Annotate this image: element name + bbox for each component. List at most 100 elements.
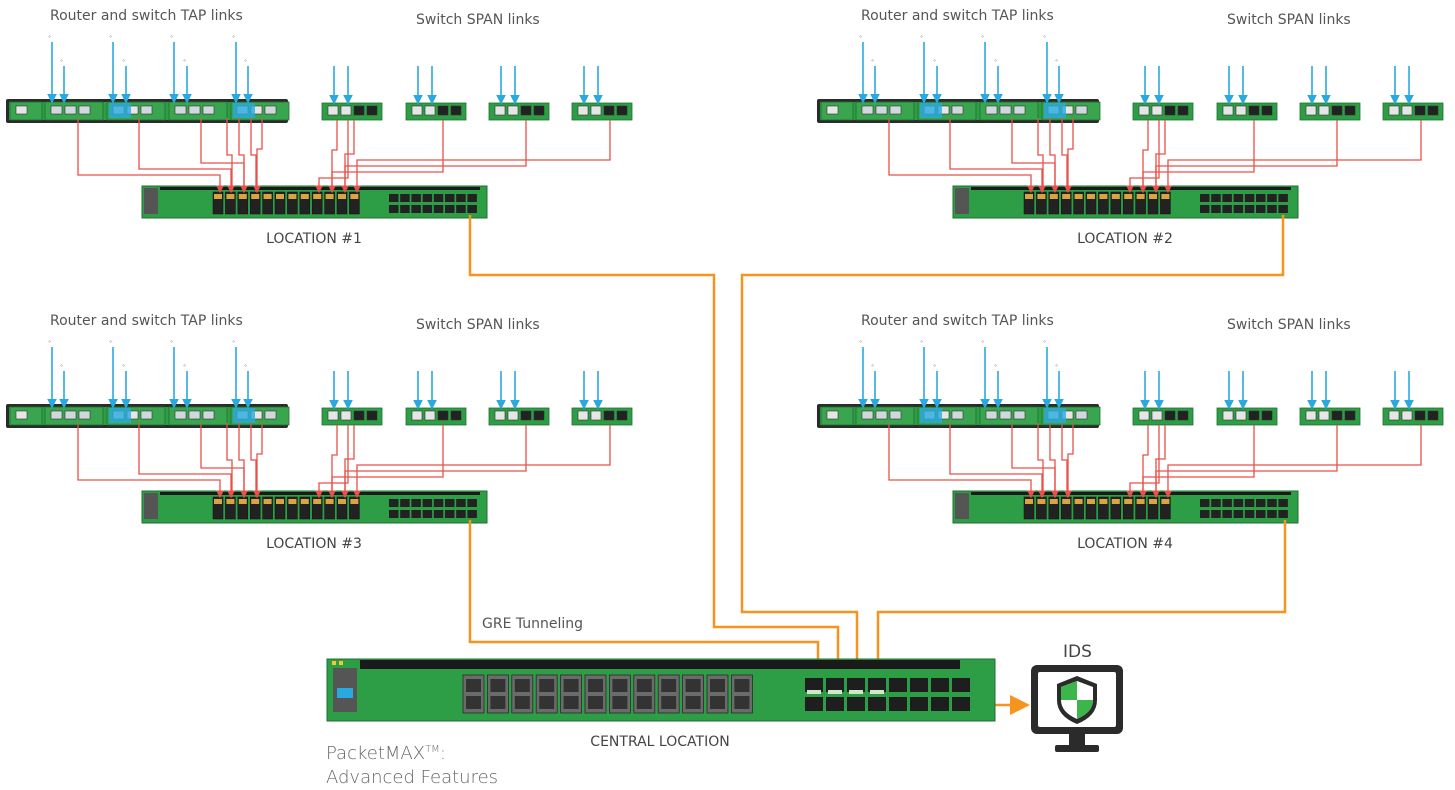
span-port	[1388, 410, 1400, 421]
tap-link-mark: ⋄	[871, 58, 874, 64]
span-port	[1344, 105, 1356, 116]
aggregator-led	[338, 194, 346, 199]
aggregator-led	[251, 194, 260, 199]
aggregator-led	[1111, 194, 1120, 199]
central-rj45-socket	[490, 696, 506, 709]
span-port	[1344, 410, 1356, 421]
span-to-aggregator-link	[1155, 120, 1166, 192]
aggregator-sfp	[1222, 205, 1232, 213]
aggregator-led	[1161, 194, 1170, 199]
aggregator-sfp	[456, 205, 466, 213]
span-port	[1164, 410, 1176, 421]
tap-port	[202, 410, 215, 420]
tap-link-mark: ⋄	[859, 339, 862, 345]
shield-icon-quadrant	[1061, 681, 1077, 700]
span-port	[1177, 410, 1189, 421]
tap-to-aggregator-link	[253, 118, 263, 194]
aggregator-led	[1149, 194, 1157, 199]
central-rj45-socket	[539, 679, 555, 692]
tap-port	[985, 105, 998, 115]
span-to-aggregator-link	[344, 120, 355, 192]
central-rj45-socket	[612, 696, 628, 709]
gre-tunnel-label: GRE Tunneling	[482, 616, 584, 632]
span-port	[1222, 105, 1234, 116]
tap-title-4: Router and switch TAP links	[861, 313, 1054, 329]
aggregator-sfp	[411, 205, 421, 213]
span-port	[577, 410, 589, 421]
aggregator-led	[1124, 499, 1133, 504]
locations-layer: ⋄⋄⋄⋄⋄⋄⋄⋄⋄⋄⋄⋄⋄⋄⋄⋄⋄⋄⋄⋄⋄⋄⋄⋄⋄⋄⋄⋄⋄⋄⋄⋄	[6, 34, 1444, 524]
aggregator-mgmt	[955, 188, 969, 214]
span-to-aggregator-link	[341, 425, 527, 499]
span-port	[1235, 410, 1247, 421]
tap-port	[15, 105, 28, 115]
tap-link-mark: ⋄	[981, 339, 984, 345]
central-sfp	[910, 697, 928, 711]
tap-link-mark: ⋄	[60, 58, 63, 64]
central-rj45-socket	[563, 679, 579, 692]
aggregator-led	[251, 499, 260, 504]
span-port	[616, 105, 628, 116]
tap-link-mark: ⋄	[920, 339, 923, 345]
span-port	[1261, 410, 1273, 421]
aggregator-sfp	[433, 510, 444, 518]
tap-to-aggregator-link	[888, 118, 1035, 194]
gre-tunnel-location-1	[468, 215, 848, 685]
aggregator-sfp	[1200, 510, 1210, 518]
aggregator-strip	[160, 187, 480, 190]
aggregator-rj45	[1110, 496, 1122, 520]
tap-link-mark: ⋄	[1043, 339, 1046, 345]
span-to-aggregator-link	[1164, 425, 1422, 499]
aggregator-led	[1025, 499, 1033, 504]
tap-port	[951, 105, 964, 115]
span-title-1: Switch SPAN links	[416, 12, 540, 28]
aggregator-led	[263, 499, 272, 504]
span-port	[366, 105, 378, 116]
span-port	[1427, 105, 1439, 116]
aggregator-mgmt	[144, 188, 158, 214]
tap-port	[264, 105, 277, 115]
span-port	[424, 410, 436, 421]
tap-port	[1013, 410, 1026, 420]
aggregator-led	[1111, 499, 1120, 504]
aggregator-rj45	[287, 191, 298, 215]
tap-link-mark: ⋄	[981, 34, 984, 40]
span-port	[1248, 105, 1260, 116]
tap-port	[140, 410, 153, 420]
span-port	[520, 410, 532, 421]
product-colon: :	[439, 743, 446, 764]
span-to-aggregator-link	[344, 425, 355, 497]
location-label-2: LOCATION #2	[1077, 231, 1173, 247]
tap-to-aggregator-link	[888, 423, 1035, 499]
aggregator-led	[288, 194, 297, 199]
ids-label: IDS	[1063, 642, 1092, 662]
aggregator-sfp	[1222, 499, 1232, 507]
central-sfp	[889, 678, 907, 692]
tap-link-mark: ⋄	[1043, 34, 1046, 40]
tap-to-aggregator-link	[250, 423, 257, 497]
aggregator-sfp	[389, 499, 399, 507]
tap-to-aggregator-link	[138, 118, 235, 194]
aggregator-led	[238, 194, 247, 199]
tap-to-aggregator-link	[1037, 423, 1044, 497]
span-port	[616, 410, 628, 421]
aggregator-sfp	[422, 194, 433, 202]
span-port	[1164, 105, 1176, 116]
tap-link-mark: ⋄	[994, 58, 997, 64]
aggregator-rj45	[274, 496, 286, 520]
central-usb	[337, 688, 353, 698]
span-port	[450, 105, 462, 116]
tap-to-aggregator-link	[1049, 423, 1056, 497]
aggregator-led	[350, 194, 359, 199]
tap-port	[78, 105, 91, 115]
central-sfp	[826, 697, 844, 711]
tap-link-mark: ⋄	[933, 363, 936, 369]
span-to-aggregator-link	[1152, 120, 1338, 194]
tap-port	[264, 410, 277, 420]
aggregator-sfp	[1267, 510, 1277, 518]
tap-port	[826, 410, 839, 420]
tap-link-mark: ⋄	[871, 363, 874, 369]
aggregator-sfp	[433, 205, 444, 213]
aggregator-led	[1074, 499, 1083, 504]
aggregator-led	[325, 499, 334, 504]
